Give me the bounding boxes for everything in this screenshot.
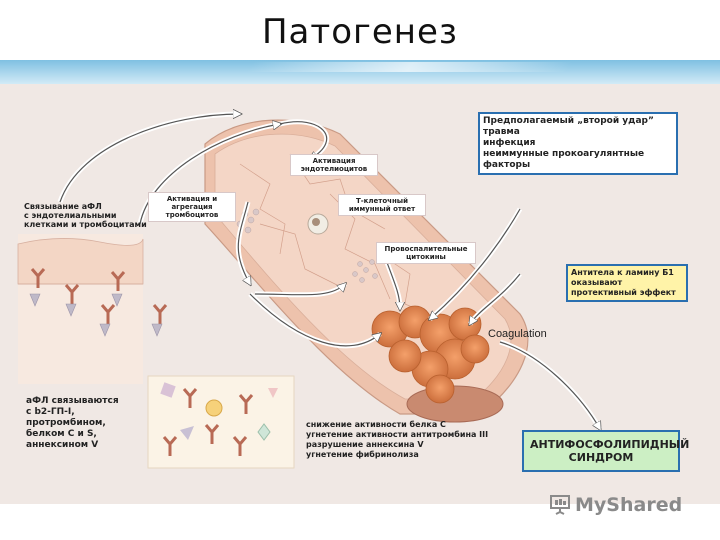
binding-endothelial-label: Связывание аФЛ с эндотелиальными клеткам… [24, 202, 147, 229]
myshared-watermark: MyShared [548, 492, 682, 518]
t-cell-box: Т-клеточный иммунный ответ [338, 194, 426, 216]
syndrome-box: АНТИФОСФОЛИПИДНЫЙ СИНДРОМ [522, 430, 680, 472]
pathogenesis-diagram: Связывание аФЛ с эндотелиальными клеткам… [0, 84, 720, 504]
laminin-box: Антитела к ламину Б1 оказывают протектив… [566, 264, 688, 302]
header-banner [0, 60, 720, 86]
effects-list: снижение активности белка С угнетение ак… [306, 420, 488, 460]
cytokines-box: Провоспалительные цитокины [376, 242, 476, 264]
platelet-activation-box: Активация и агрегация тромбоцитов [148, 192, 236, 222]
apl-binding-label: аФЛ связываются с b2-ГП-I, протромбином,… [26, 396, 119, 451]
endothelial-activation-box: Активация эндотелиоцитов [290, 154, 378, 176]
second-hit-box: Предполагаемый „второй удар” травма инфе… [478, 112, 678, 175]
presentation-icon [548, 493, 572, 517]
vessel-lumen [407, 386, 503, 422]
watermark-text: MyShared [575, 494, 682, 516]
t-cell [308, 214, 328, 234]
coagulation-label: Coagulation [488, 328, 547, 340]
slide-title: Патогенез [0, 8, 720, 56]
